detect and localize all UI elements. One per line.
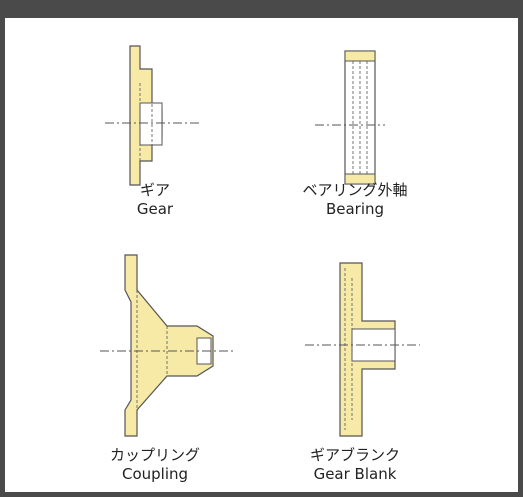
gear-drawing [105, 45, 200, 186]
coupling-drawing [100, 254, 235, 437]
coupling-label-jp: カップリング [109, 446, 200, 464]
coupling-diagram [95, 250, 240, 440]
gear-blank-caption: ギアブランク Gear Blank [255, 446, 455, 484]
coupling-caption: カップリング Coupling [55, 446, 255, 484]
coupling-label-en: Coupling [121, 465, 189, 483]
bearing-drawing [315, 50, 385, 185]
gear-label-en: Gear [136, 200, 174, 218]
gear-blank-diagram [300, 258, 425, 440]
gear-caption: ギア Gear [55, 181, 255, 219]
bearing-label-jp: ベアリング外軸 [302, 181, 408, 199]
gear-diagram [100, 43, 210, 188]
gear-blank-label-jp: ギアブランク [309, 446, 400, 464]
parts-panel: ギア Gear ベアリング外軸 Bearing [5, 18, 518, 492]
bearing-label-en: Bearing [325, 200, 385, 218]
bearing-caption: ベアリング外軸 Bearing [255, 181, 455, 219]
top-bar [0, 0, 523, 18]
gear-blank-drawing [305, 262, 420, 437]
gear-label-jp: ギア [139, 181, 170, 199]
bearing-diagram [310, 43, 390, 188]
gear-blank-label-en: Gear Blank [313, 465, 397, 483]
